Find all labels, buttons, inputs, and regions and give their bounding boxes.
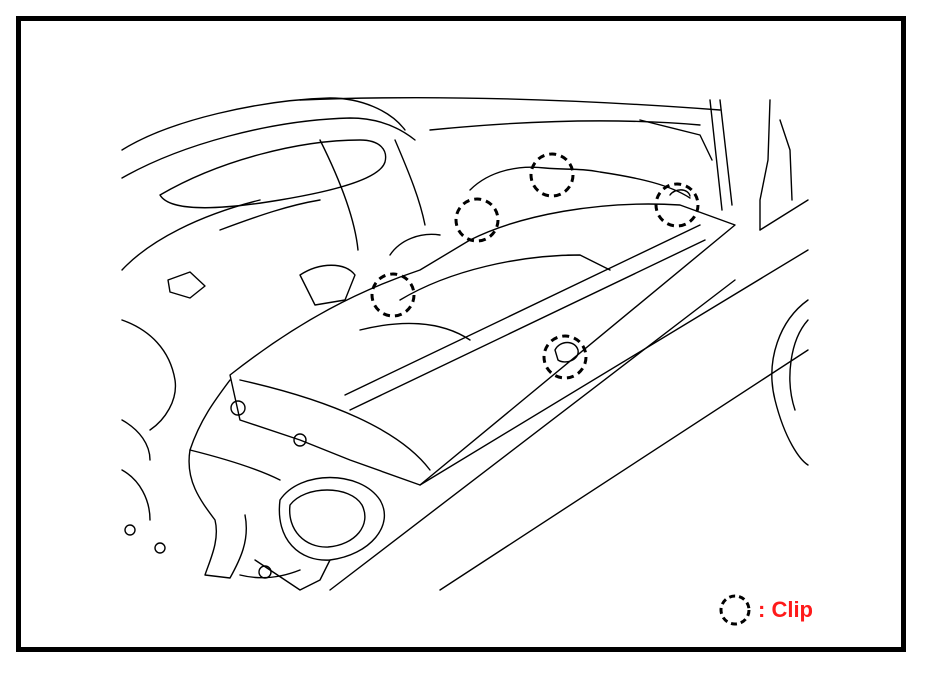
hood-bracket bbox=[759, 99, 771, 231]
fender-line-3 bbox=[329, 279, 736, 591]
dashed-circle-icon bbox=[719, 594, 751, 626]
engine-cover-rib bbox=[159, 139, 387, 209]
air-cleaner-ridge bbox=[344, 224, 701, 396]
hood-bracket-2 bbox=[779, 119, 793, 201]
engine-cover-edge-4 bbox=[394, 139, 426, 226]
air-cleaner-face bbox=[399, 254, 611, 301]
clip-marker-5 bbox=[542, 334, 588, 380]
air-cleaner-ridge-2 bbox=[349, 239, 706, 411]
clip-marker-2 bbox=[454, 197, 500, 243]
clip-marker-3 bbox=[529, 152, 575, 198]
bolt bbox=[230, 400, 246, 416]
air-cleaner-face-2 bbox=[359, 322, 471, 341]
fender-line bbox=[419, 249, 809, 486]
engine-cover-outline bbox=[121, 97, 406, 151]
intake-duct-2 bbox=[189, 449, 281, 481]
fender-arc-2 bbox=[789, 319, 809, 411]
clip-socket bbox=[554, 341, 579, 363]
hose-left bbox=[389, 233, 441, 256]
intake-pipe-ring bbox=[278, 476, 386, 561]
engine-bottom bbox=[121, 469, 151, 521]
engine-cover-edge-3 bbox=[319, 139, 359, 251]
hood-strut bbox=[709, 99, 723, 211]
fender-line-2 bbox=[439, 349, 809, 591]
bolt-4 bbox=[124, 524, 136, 536]
bolt-5 bbox=[154, 542, 166, 554]
engine-cover-outline-2 bbox=[121, 117, 416, 179]
hood-strut-2 bbox=[719, 99, 733, 206]
air-cleaner-housing bbox=[229, 203, 736, 486]
fender-arc bbox=[771, 299, 809, 466]
hood-corner bbox=[639, 119, 713, 161]
hood-line bbox=[299, 96, 721, 111]
engine-cover-edge bbox=[121, 199, 261, 271]
intake-pipe-inner bbox=[289, 489, 366, 548]
clip-socket-2 bbox=[669, 189, 691, 197]
engine-left-curve-2 bbox=[121, 419, 151, 461]
intake-bracket bbox=[254, 559, 331, 591]
hood-line-2 bbox=[429, 120, 701, 131]
engine-cover-boss bbox=[167, 271, 206, 299]
resonator bbox=[299, 264, 356, 306]
hose-top bbox=[469, 166, 691, 199]
intake-duct bbox=[188, 379, 247, 579]
fender-edge bbox=[759, 199, 809, 231]
clip-marker-1 bbox=[370, 272, 416, 318]
bolt-2 bbox=[293, 433, 307, 447]
engine-left-curve bbox=[121, 319, 177, 431]
engine-cover-edge-2 bbox=[219, 199, 321, 231]
air-cleaner-top bbox=[239, 379, 431, 471]
legend: : Clip bbox=[718, 590, 813, 630]
bolt-3 bbox=[258, 565, 272, 579]
intake-bracket-2 bbox=[239, 569, 301, 579]
legend-clip-label: : Clip bbox=[758, 597, 813, 622]
clip-marker-4 bbox=[654, 182, 700, 228]
